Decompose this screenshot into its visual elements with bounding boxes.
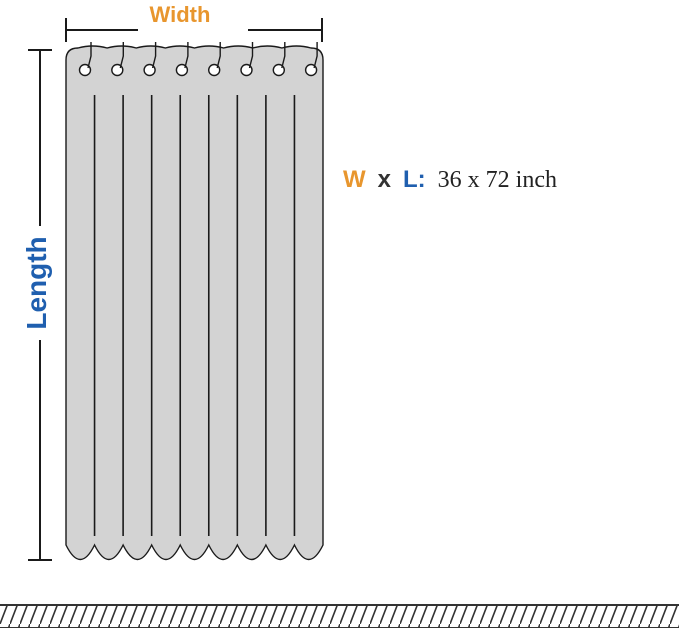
floor-hatch bbox=[0, 605, 679, 628]
grommet-hook bbox=[207, 42, 221, 77]
hook-wire bbox=[151, 42, 157, 69]
grommet-hook bbox=[175, 42, 189, 77]
grommet-hook bbox=[78, 42, 92, 77]
times-symbol: x bbox=[378, 166, 392, 193]
size-specification: W x L: 36 x 72 inch bbox=[343, 166, 557, 193]
size-value: 36 x 72 inch bbox=[438, 167, 557, 193]
length-dimension: Length bbox=[21, 49, 58, 561]
length-label: Length bbox=[21, 236, 52, 329]
hook-wire bbox=[313, 42, 318, 69]
grommet-hook bbox=[240, 42, 254, 77]
hook-wire bbox=[119, 42, 124, 69]
width-dimension: Width bbox=[65, 2, 323, 42]
curtain-body bbox=[65, 45, 324, 561]
width-letter: W bbox=[343, 166, 366, 193]
curtain-grommets bbox=[78, 42, 318, 77]
curtain-fold-lines bbox=[93, 95, 296, 536]
width-label: Width bbox=[150, 2, 211, 27]
curtain-panel bbox=[65, 42, 324, 561]
grommet-hook bbox=[304, 42, 318, 77]
hook-wire bbox=[281, 42, 286, 69]
hook-wire bbox=[87, 42, 92, 69]
grommet-hook bbox=[272, 42, 286, 77]
hook-wire bbox=[184, 42, 189, 69]
grommet-hook bbox=[143, 42, 157, 77]
hook-wire bbox=[216, 42, 221, 69]
floor bbox=[0, 604, 679, 628]
svg-text:W x L: 36 x: W x L: 36 x 72 inch bbox=[343, 166, 557, 193]
grommet-hook bbox=[111, 42, 124, 77]
length-letter: L: bbox=[403, 166, 426, 193]
hook-wire bbox=[248, 42, 254, 69]
